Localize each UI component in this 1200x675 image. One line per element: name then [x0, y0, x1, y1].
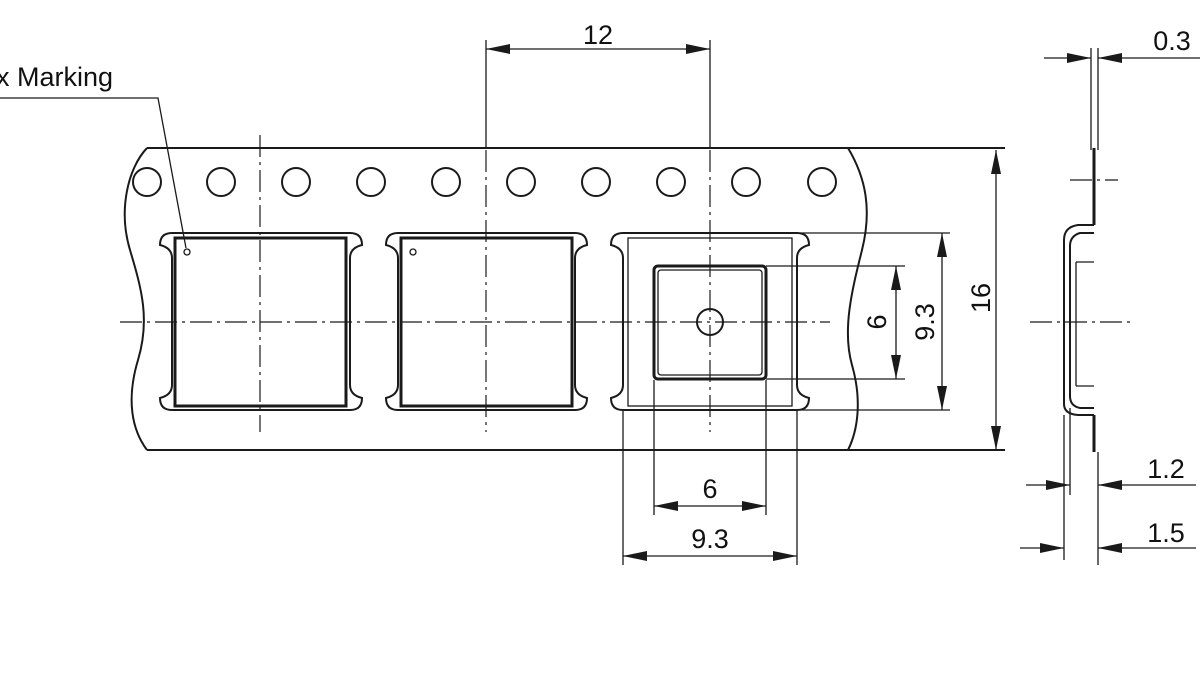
sprocket-hole	[656, 167, 686, 197]
part-height-dimension: 6	[766, 265, 905, 380]
tape-thickness-label: 0.3	[1153, 26, 1191, 56]
tape-thickness-dimension: 0.3	[1044, 26, 1200, 150]
sprocket-hole	[731, 167, 761, 197]
tape-width-label: 16	[966, 283, 996, 313]
sprocket-hole	[281, 167, 311, 197]
tape-width-dimension: 16	[966, 150, 1001, 450]
sprocket-hole	[132, 167, 162, 197]
sprocket-hole	[431, 167, 461, 197]
sprocket-hole	[581, 167, 611, 197]
sprocket-hole	[807, 167, 837, 197]
centre-lines	[120, 135, 1135, 432]
part-height-label: 6	[862, 314, 892, 329]
pitch-label: 12	[583, 20, 613, 50]
tape-side-view	[1063, 148, 1096, 452]
pocket-height-label: 9.3	[910, 303, 940, 341]
pocket-height-dimension: 9.3	[800, 232, 950, 411]
marking-note-label: x Marking	[0, 62, 113, 92]
pitch-dimension: 12	[485, 20, 711, 148]
outer-depth-label: 1.5	[1147, 518, 1185, 548]
sprocket-hole	[356, 167, 386, 197]
pocket-width-dimension: 9.3	[622, 410, 798, 565]
pocket-width-label: 9.3	[691, 524, 729, 554]
sprocket-hole	[206, 167, 236, 197]
pin1-marking-dot	[183, 248, 191, 256]
inner-depth-dimension: 1.2	[1026, 408, 1196, 565]
sprocket-hole	[506, 167, 536, 197]
outer-depth-dimension: 1.5	[1020, 415, 1196, 560]
inner-depth-label: 1.2	[1147, 454, 1185, 484]
marking-leader: x Marking	[0, 62, 187, 249]
sprocket-holes	[132, 167, 837, 197]
part-width-dimension: 6	[653, 380, 767, 515]
pin1-marking-dot	[409, 248, 417, 256]
part-width-label: 6	[702, 474, 717, 504]
